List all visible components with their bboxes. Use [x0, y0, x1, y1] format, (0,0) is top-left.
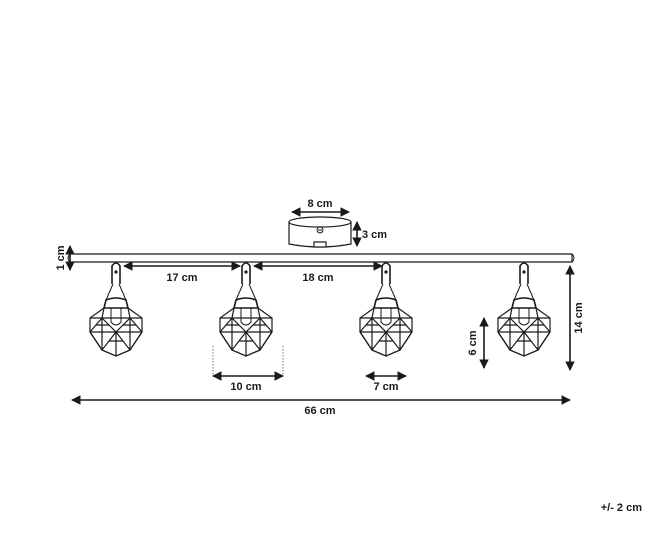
lamp-1 [89, 262, 143, 357]
shade-inner-width-label: 7 cm [373, 381, 398, 393]
lamp-3 [359, 262, 413, 357]
shade-width-guides [212, 346, 284, 376]
total-height-label: 14 cm [573, 302, 585, 333]
shade-height-label: 6 cm [467, 330, 479, 355]
rail-thickness-label: 1 cm [55, 245, 67, 270]
spacing-left-label: 17 cm [166, 272, 197, 284]
canopy-height-label: 3 cm [362, 229, 387, 241]
total-length-label: 66 cm [304, 405, 335, 417]
canopy-width-label: 8 cm [307, 198, 332, 210]
spacing-middle-label: 18 cm [302, 272, 333, 284]
shade-width-label: 10 cm [230, 381, 261, 393]
lamp-2 [219, 262, 273, 357]
ceiling-canopy [288, 216, 352, 248]
tolerance-note: +/- 2 cm [601, 502, 642, 514]
dimension-lines [65, 207, 575, 405]
lamp-rail [67, 253, 575, 263]
lamp-4 [497, 262, 551, 357]
